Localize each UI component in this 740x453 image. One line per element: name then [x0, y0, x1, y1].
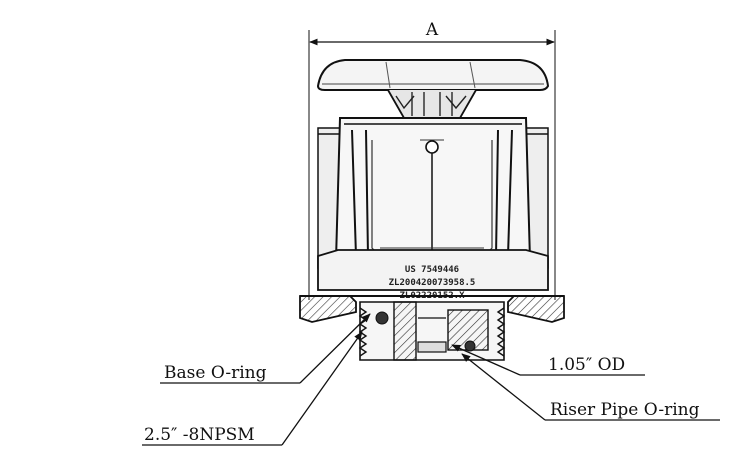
- callout-thread: 2.5″ -8NPSM: [142, 331, 363, 446]
- engraving-patent-zl1: ZL200420073958.5: [389, 278, 476, 288]
- sprinkler-cap: [316, 59, 550, 91]
- engraving-patent-us: US 7549446: [405, 265, 459, 275]
- label-outer-diameter: 1.05″ OD: [548, 355, 625, 375]
- sprinkler-body: [317, 117, 549, 269]
- dimension-a: A: [308, 20, 556, 300]
- label-base-oring: Base O-ring: [164, 363, 267, 383]
- sprinkler-stem: [387, 89, 477, 119]
- engraved-base: US 7549446 ZL200420073958.5 ZL02220152.X: [317, 249, 549, 301]
- callout-outer-diameter: 1.05″ OD: [451, 344, 645, 376]
- dimension-a-label: A: [425, 20, 439, 40]
- label-thread: 2.5″ -8NPSM: [144, 425, 255, 445]
- threaded-base: [358, 301, 506, 361]
- callout-base-oring: Base O-ring: [160, 313, 371, 384]
- callout-riser-oring: Riser Pipe O-ring: [461, 353, 720, 421]
- label-riser-oring: Riser Pipe O-ring: [550, 400, 700, 420]
- section-flange: [299, 295, 565, 323]
